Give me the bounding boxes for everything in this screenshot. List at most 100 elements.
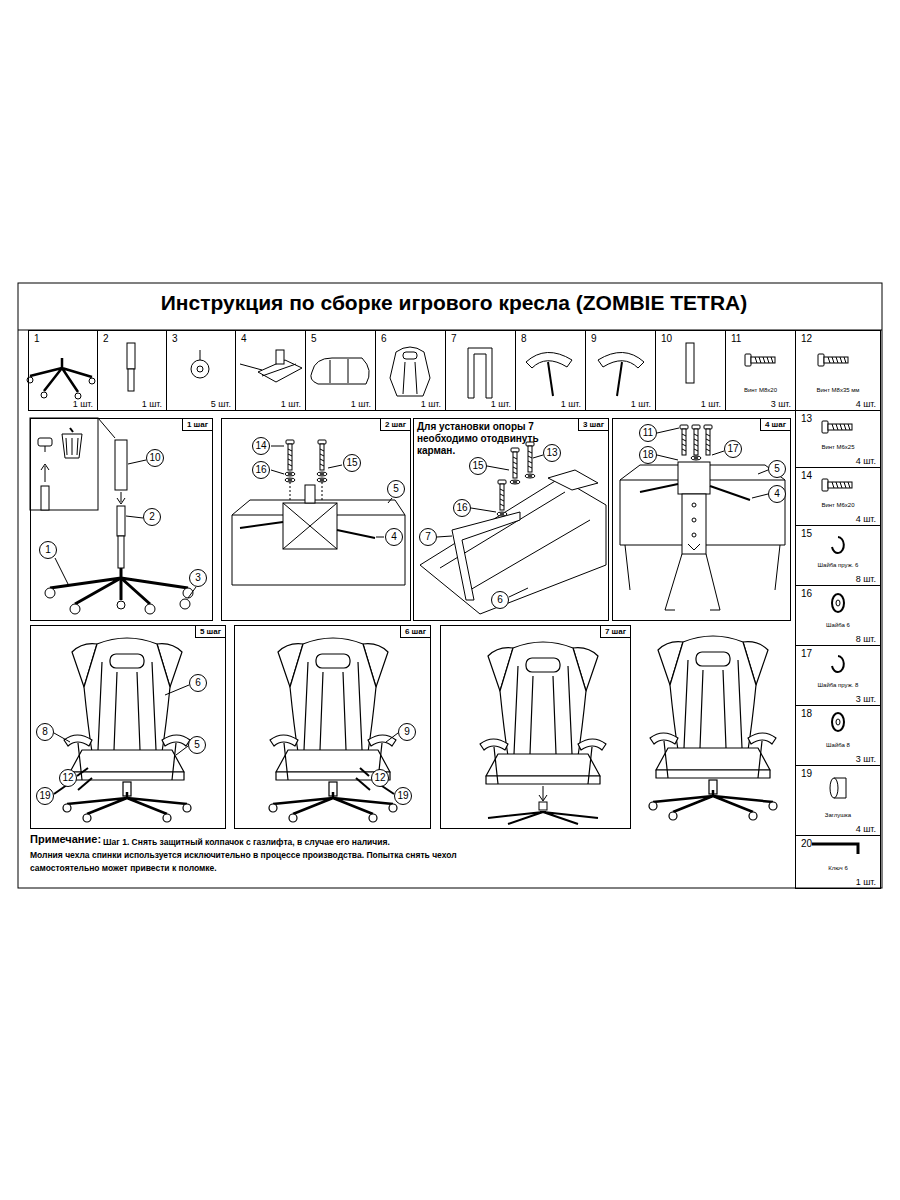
part-quantity: 4 шт. (856, 399, 876, 409)
part-number: 11 (731, 333, 741, 344)
part-cell: 13Винт М6х25 4 шт. (795, 410, 881, 468)
callout-number: 17 (724, 440, 742, 458)
part-name: Шайба пруж. 6 (798, 562, 878, 568)
part-number: 16 (801, 588, 812, 599)
step-label: 6 шаг (400, 626, 430, 638)
step-panel: 1 шаг (30, 418, 213, 621)
part-cell: 17Шайба пруж. 8 3 шт. (795, 645, 881, 706)
part-quantity: 8 шт. (856, 634, 876, 644)
part-quantity: 4 шт. (856, 824, 876, 834)
part-number: 5 (311, 333, 317, 344)
part-quantity: 3 шт. (771, 399, 791, 409)
part-name: Винт М6х25 (798, 444, 878, 450)
part-cell: 6 1 шт. (375, 330, 446, 411)
part-quantity: 3 шт. (856, 694, 876, 704)
part-name: Винт М6х20 (798, 502, 878, 508)
part-quantity: 4 шт. (856, 456, 876, 466)
step-note: Для установки опоры 7 необходимо отодвин… (417, 421, 552, 457)
part-number: 2 (103, 333, 109, 344)
part-quantity: 3 шт. (856, 754, 876, 764)
part-number: 18 (801, 708, 812, 719)
callout-number: 10 (146, 449, 164, 467)
callout-number: 18 (639, 446, 657, 464)
step-panel: 5 шаг (30, 625, 226, 829)
part-number: 13 (801, 413, 812, 424)
part-cell: 16Шайба 6 8 шт. (795, 585, 881, 646)
part-quantity: 1 шт. (701, 399, 721, 409)
step-label: 4 шаг (760, 419, 790, 431)
part-name: Винт М8х35 мм (798, 387, 878, 393)
callout-number: 9 (398, 723, 416, 741)
part-cell: 4 1 шт. (235, 330, 306, 411)
part-number: 4 (241, 333, 247, 344)
callout-number: 4 (385, 528, 403, 546)
part-cell: 7 1 шт. (445, 330, 516, 411)
part-quantity: 5 шт. (211, 399, 231, 409)
step-panel: 4 шаг (612, 418, 791, 621)
part-quantity: 1 шт. (281, 399, 301, 409)
step-panel: 3 шагДля установки опоры 7 необходимо от… (413, 418, 609, 621)
note-text: Молния чехла спинки используется исключи… (30, 849, 500, 875)
callout-number: 2 (143, 508, 161, 526)
callout-number: 19 (394, 787, 412, 805)
step-label: 5 шаг (195, 626, 225, 638)
part-quantity: 1 шт. (142, 399, 162, 409)
note-text: Шаг 1. Снять защитный колпачок с газлифт… (103, 836, 390, 849)
part-cell: 14Винт М6х204 шт. (795, 467, 881, 526)
callout-number: 5 (188, 736, 206, 754)
part-cell: 8 1 шт. (515, 330, 586, 411)
part-cell: 51 шт. (305, 330, 376, 411)
part-cell: 20Ключ 61 шт. (795, 835, 881, 889)
callout-number: 15 (469, 457, 487, 475)
part-number: 8 (521, 333, 527, 344)
part-number: 15 (801, 528, 812, 539)
part-number: 19 (801, 768, 812, 779)
callout-number: 6 (189, 674, 207, 692)
part-cell: 12Винт М8х35 мм 4 шт. (795, 330, 881, 411)
callout-number: 14 (252, 437, 270, 455)
part-name: Заглушка (798, 812, 878, 818)
part-name: Винт М8х20 (728, 387, 793, 393)
part-cell: 15Шайба пруж. 6 8 шт. (795, 525, 881, 586)
part-cell: 10 1 шт. (655, 330, 726, 411)
step-panel: 7 шаг (440, 625, 631, 829)
callout-number: 6 (491, 591, 509, 609)
part-number: 1 (34, 333, 40, 344)
step-label: 1 шаг (182, 419, 212, 431)
step-panel: 2 шаг (221, 418, 411, 621)
part-name: Шайба пруж. 8 (798, 682, 878, 688)
part-number: 6 (381, 333, 387, 344)
callout-number: 1 (39, 541, 57, 559)
callout-number: 12 (371, 769, 389, 787)
callout-number: 7 (419, 528, 437, 546)
part-quantity: 1 шт. (631, 399, 651, 409)
part-name: Шайба 6 (798, 622, 878, 628)
part-number: 7 (451, 333, 457, 344)
part-number: 17 (801, 648, 812, 659)
part-quantity: 1 шт. (421, 399, 441, 409)
part-cell: 3 5 шт. (166, 330, 236, 411)
callout-number: 3 (189, 569, 207, 587)
part-cell: 1 1 шт. (28, 330, 98, 411)
callout-number: 16 (453, 499, 471, 517)
part-number: 10 (661, 333, 672, 344)
part-name: Шайба 8 (798, 742, 878, 748)
note-heading: Примечание: (30, 833, 101, 846)
part-quantity: 1 шт. (73, 399, 93, 409)
callout-number: 12 (59, 769, 77, 787)
callout-number: 8 (36, 723, 54, 741)
callout-number: 13 (543, 444, 561, 462)
part-cell: 2 1 шт. (97, 330, 167, 411)
part-number: 12 (801, 333, 812, 344)
part-number: 3 (172, 333, 178, 344)
callout-number: 4 (768, 485, 786, 503)
part-quantity: 1 шт. (561, 399, 581, 409)
part-quantity: 1 шт. (491, 399, 511, 409)
part-name: Ключ 6 (798, 865, 878, 871)
part-quantity: 8 шт. (856, 574, 876, 584)
part-cell: 91 шт. (585, 330, 656, 411)
part-cell: 11Винт М8х20 3 шт. (725, 330, 796, 411)
part-number: 14 (801, 470, 812, 481)
